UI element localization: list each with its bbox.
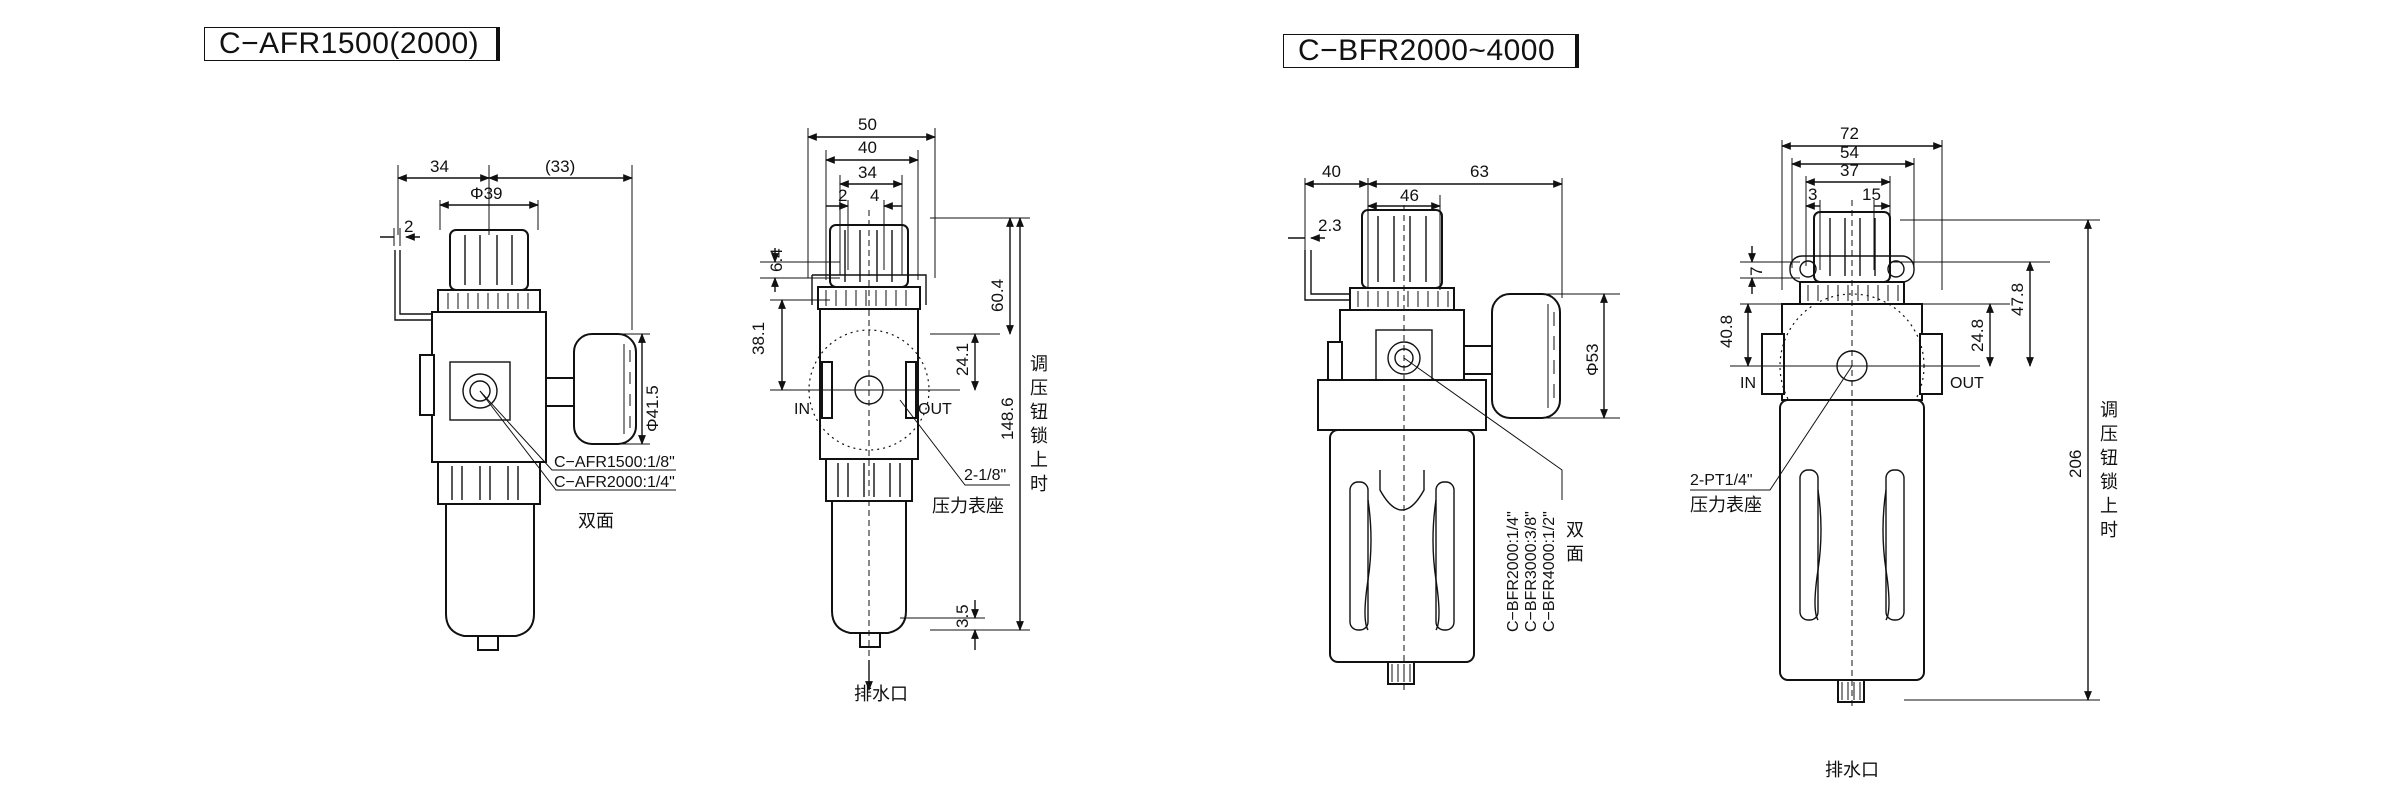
fig1-dim-phi39: Φ39 [470, 184, 502, 203]
fig3-both-sides-2: 面 [1566, 544, 1584, 564]
fig3-dim-63: 63 [1470, 162, 1489, 181]
fig1-dim-phi415: Φ41.5 [643, 385, 662, 432]
fig4-out: OUT [1950, 375, 1984, 392]
fig1-port-2000: C−AFR2000:1/4" [554, 474, 675, 491]
fig4-dim-408: 40.8 [1717, 315, 1736, 348]
fig4-adjust-lock-char: 钮 [2100, 448, 2118, 468]
fig4-dim-37: 37 [1840, 161, 1859, 180]
fig4-dim-478: 47.8 [2008, 283, 2027, 316]
fig2-dim-2: 2 [838, 186, 847, 205]
fig2-out: OUT [918, 401, 952, 418]
fig3-port-2000: C−BFR2000:1/4" [1505, 511, 1522, 632]
fig4-adjust-lock-char: 压 [2100, 424, 2118, 444]
fig2-dim-64: 6.4 [767, 248, 786, 272]
fig2-dim-40: 40 [858, 138, 877, 157]
fig3-side-view: 40 46 63 2.3 Φ53 C−BFR2000:1/4" C−BFR300… [1288, 162, 1620, 690]
fig2-drain: 排水口 [854, 684, 908, 704]
fig1-side-view: 34 (33) Φ39 2 Φ41.5 C−AFR1500:1/8" C−AFR… [380, 157, 676, 651]
fig2-adjust-lock-char: 钮 [1030, 402, 1048, 422]
fig2-in: IN [794, 401, 810, 418]
fig4-drain: 排水口 [1825, 760, 1879, 780]
fig2-dim-35: 3.5 [953, 604, 972, 628]
fig2-dim-34: 34 [858, 163, 877, 182]
fig4-gauge-port: 2-PT1/4" [1690, 472, 1753, 489]
fig1-port-1500: C−AFR1500:1/8" [554, 454, 675, 471]
fig3-dim-46: 46 [1400, 186, 1419, 205]
fig1-dim-33: (33) [545, 157, 575, 176]
title-left-text: C−AFR1500(2000) [219, 27, 480, 60]
fig4-dim-248: 24.8 [1968, 319, 1987, 352]
fig2-front-view: 50 40 34 2 4 6.4 38.1 60.4 24.1 148.6 3.… [749, 115, 1048, 704]
fig1-dim-34: 34 [430, 157, 449, 176]
fig4-adjust-lock: 调 压 钮 锁 上 时 [2100, 400, 2118, 540]
fig4-gauge-seat: 压力表座 [1690, 495, 1762, 515]
fig3-dim-23: 2.3 [1318, 216, 1342, 235]
fig2-dim-241: 24.1 [953, 343, 972, 376]
fig2-gauge-seat: 压力表座 [932, 496, 1004, 516]
fig2-dim-4: 4 [870, 186, 879, 205]
fig1-both-sides: 双面 [578, 511, 614, 531]
fig4-adjust-lock-char: 调 [2100, 400, 2118, 420]
fig2-gauge-port: 2-1/8" [964, 467, 1006, 484]
fig4-adjust-lock-char: 上 [2100, 496, 2118, 516]
fig2-adjust-lock-char: 时 [1030, 474, 1048, 494]
fig4-front-view: 72 54 37 3 15 7 40.8 24.8 47.8 206 IN OU… [1690, 124, 2118, 780]
title-right: C−BFR2000~4000 [1283, 34, 1579, 68]
title-right-text: C−BFR2000~4000 [1298, 34, 1556, 67]
fig3-dim-phi53: Φ53 [1583, 344, 1602, 376]
fig3-both-sides-1: 双 [1566, 520, 1584, 540]
fig4-adjust-lock-char: 锁 [2100, 472, 2118, 492]
fig2-adjust-lock: 调 压 钮 锁 上 时 [1030, 354, 1048, 494]
fig4-dim-206: 206 [2066, 450, 2085, 478]
fig2-adjust-lock-char: 锁 [1030, 426, 1048, 446]
fig2-dim-50: 50 [858, 115, 877, 134]
fig4-dim-15: 15 [1862, 185, 1881, 204]
fig4-dim-7: 7 [1747, 267, 1766, 276]
fig3-port-4000: C−BFR4000:1/2" [1541, 511, 1558, 632]
fig4-dim-3: 3 [1808, 185, 1817, 204]
fig2-dim-604: 60.4 [988, 279, 1007, 312]
fig4-in: IN [1740, 375, 1756, 392]
title-left: C−AFR1500(2000) [204, 27, 500, 61]
fig4-dim-54: 54 [1840, 143, 1859, 162]
fig2-adjust-lock-char: 压 [1030, 378, 1048, 398]
fig3-port-3000: C−BFR3000:3/8" [1523, 511, 1540, 632]
fig1-dim-2: 2 [404, 217, 413, 236]
fig3-dim-40: 40 [1322, 162, 1341, 181]
fig4-adjust-lock-char: 时 [2100, 520, 2118, 540]
fig2-dim-381: 38.1 [749, 322, 768, 355]
fig2-adjust-lock-char: 调 [1030, 354, 1048, 374]
fig2-adjust-lock-char: 上 [1030, 450, 1048, 470]
fig4-dim-72: 72 [1840, 124, 1859, 143]
fig2-dim-1486: 148.6 [998, 397, 1017, 440]
